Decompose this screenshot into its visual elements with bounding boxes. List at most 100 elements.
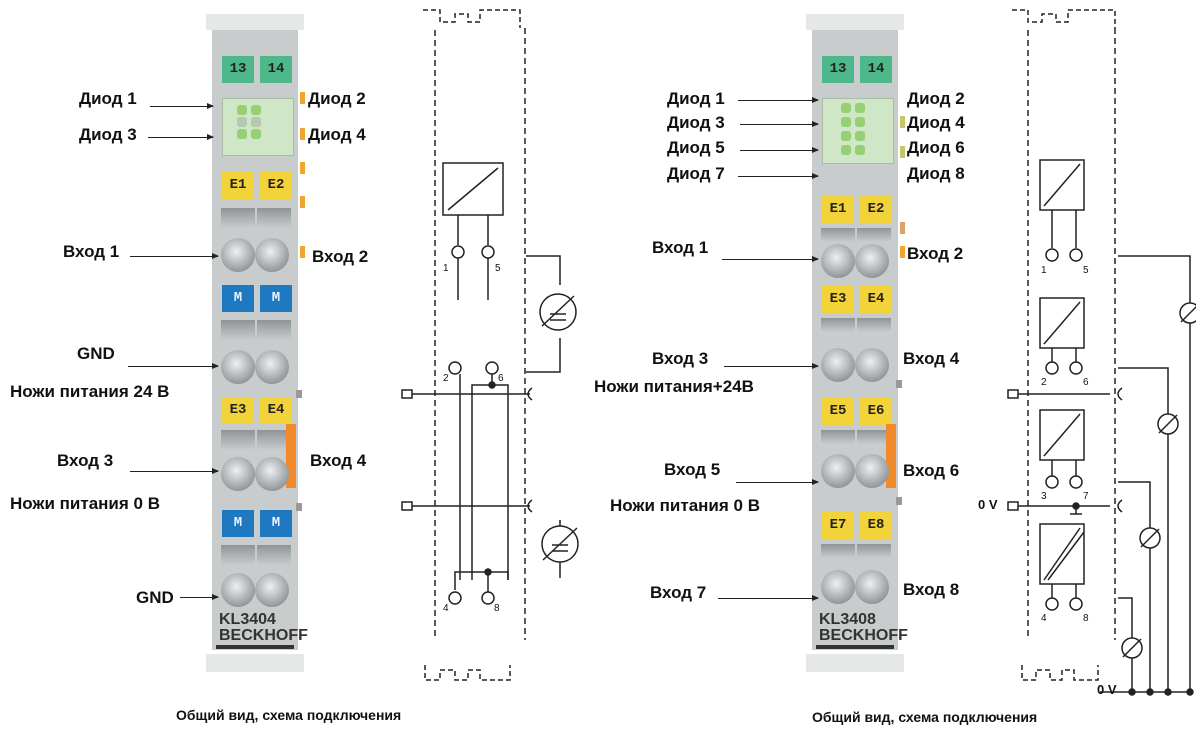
right-side-contact bbox=[900, 116, 905, 128]
right-label-diode7: Диод 7 bbox=[667, 164, 725, 183]
left-schem-converter-diagonal bbox=[447, 167, 499, 211]
right-clamp-in5[interactable] bbox=[821, 454, 855, 488]
right-power-contact bbox=[896, 380, 902, 388]
right-clamp-in8[interactable] bbox=[855, 570, 889, 604]
right-schem-converter-2 bbox=[1039, 297, 1085, 349]
right-slot-e2: E2 bbox=[860, 196, 892, 223]
right-schem-converter-4 bbox=[1039, 523, 1085, 585]
left-pin-label-6: 6 bbox=[498, 373, 504, 384]
right-label-diode5: Диод 5 bbox=[667, 138, 725, 157]
right-side-contact bbox=[900, 146, 905, 158]
left-brand-bar bbox=[216, 645, 294, 649]
right-label-diode6: Диод 6 bbox=[907, 138, 965, 157]
left-brand-logo: BECKHOFF bbox=[219, 627, 308, 644]
left-side-contact bbox=[300, 92, 305, 104]
left-release-slot[interactable] bbox=[221, 430, 255, 450]
right-schem-jack-0 bbox=[1117, 499, 1123, 513]
right-schem-power-terminal-24 bbox=[1007, 389, 1019, 399]
right-slot-e6: E6 bbox=[860, 398, 892, 425]
right-slot-e7: E7 bbox=[822, 512, 854, 539]
left-clamp-gnd2[interactable] bbox=[255, 573, 289, 607]
right-arrow-diode3 bbox=[740, 121, 819, 127]
left-top-rail-clip bbox=[206, 14, 304, 30]
right-schem-power-terminal-0 bbox=[1007, 501, 1019, 511]
left-release-slot[interactable] bbox=[221, 545, 255, 565]
right-release-slot[interactable] bbox=[857, 318, 891, 332]
right-led-4 bbox=[855, 117, 865, 127]
left-slot-m3: M bbox=[222, 510, 254, 537]
left-schem-bottom-outline bbox=[424, 665, 511, 681]
right-schem-diag-4 bbox=[1043, 527, 1081, 581]
right-release-slot[interactable] bbox=[857, 430, 891, 444]
right-schem-sensor-1-arrow bbox=[1180, 305, 1196, 323]
right-release-slot[interactable] bbox=[857, 228, 891, 242]
left-side-contact bbox=[300, 246, 305, 258]
right-schem-pin-2 bbox=[1045, 361, 1059, 375]
right-clamp-in3[interactable] bbox=[821, 348, 855, 382]
right-pin-label-5: 5 bbox=[1083, 265, 1089, 276]
right-side-contact bbox=[900, 222, 905, 234]
left-schem-sensor2-symbol bbox=[542, 527, 578, 561]
left-label-diode4: Диод 4 bbox=[308, 125, 366, 144]
left-release-slot[interactable] bbox=[257, 430, 291, 450]
right-model-label: KL3408 bbox=[819, 611, 876, 628]
right-clamp-in1[interactable] bbox=[821, 244, 855, 278]
right-schem-diag-1 bbox=[1043, 163, 1081, 207]
left-pin-label-1: 1 bbox=[443, 263, 449, 274]
left-clamp-in3[interactable] bbox=[221, 457, 255, 491]
left-label-in1: Вход 1 bbox=[63, 242, 120, 261]
right-clamp-in6[interactable] bbox=[855, 454, 889, 488]
left-schem-sensor1-loop bbox=[526, 255, 561, 373]
right-clamp-in7[interactable] bbox=[821, 570, 855, 604]
left-label-power24: Ножи питания 24 В bbox=[10, 382, 170, 401]
left-schem-bottom-link bbox=[454, 571, 509, 590]
right-orange-strip bbox=[886, 424, 896, 488]
left-release-slot[interactable] bbox=[257, 545, 291, 565]
right-clamp-in2[interactable] bbox=[855, 244, 889, 278]
right-schem-sensor-3-arrow bbox=[1140, 528, 1160, 548]
right-schem-outer-frame bbox=[1027, 28, 1116, 640]
left-clamp-in1[interactable] bbox=[221, 238, 255, 272]
right-slot-e1: E1 bbox=[822, 196, 854, 223]
right-release-slot[interactable] bbox=[821, 430, 855, 444]
right-release-slot[interactable] bbox=[821, 544, 855, 558]
left-schem-power-terminal-0 bbox=[401, 501, 413, 511]
left-led-window bbox=[222, 98, 294, 156]
left-label-in2: Вход 2 bbox=[312, 247, 369, 266]
left-release-slot[interactable] bbox=[257, 208, 291, 228]
right-release-slot[interactable] bbox=[821, 228, 855, 242]
right-led-7 bbox=[841, 145, 851, 155]
left-slot-m2: M bbox=[260, 285, 292, 312]
left-arrow-diode3 bbox=[148, 134, 214, 140]
left-schem-converter bbox=[442, 162, 504, 216]
right-release-slot[interactable] bbox=[857, 544, 891, 558]
left-orange-strip bbox=[286, 424, 296, 488]
right-schem-pin-5 bbox=[1069, 248, 1083, 262]
right-clamp-in4[interactable] bbox=[855, 348, 889, 382]
left-clamp-gnd2[interactable] bbox=[221, 573, 255, 607]
right-arrow-in1 bbox=[722, 256, 819, 262]
left-clamp-in2[interactable] bbox=[255, 238, 289, 272]
right-led-8 bbox=[855, 145, 865, 155]
right-schem-leads-3 bbox=[1051, 460, 1077, 476]
left-clamp-gnd[interactable] bbox=[255, 350, 289, 384]
left-arrow-in3 bbox=[130, 468, 219, 474]
left-clamp-gnd[interactable] bbox=[221, 350, 255, 384]
right-top-rail-clip bbox=[806, 14, 904, 30]
right-schem-leads-1 bbox=[1051, 210, 1077, 248]
left-label-in4: Вход 4 bbox=[310, 451, 367, 470]
right-slot-e4: E4 bbox=[860, 286, 892, 313]
left-release-slot[interactable] bbox=[221, 208, 255, 228]
left-schem-pin-1 bbox=[451, 245, 465, 259]
left-clamp-in4[interactable] bbox=[255, 457, 289, 491]
right-release-slot[interactable] bbox=[821, 318, 855, 332]
left-led-3 bbox=[237, 129, 247, 139]
left-release-slot[interactable] bbox=[257, 320, 291, 340]
right-label-diode1: Диод 1 bbox=[667, 89, 725, 108]
left-slot-m1: M bbox=[222, 285, 254, 312]
right-arrow-diode5 bbox=[740, 147, 819, 153]
right-bottom-rail-clip bbox=[806, 654, 904, 672]
right-pin-label-3: 3 bbox=[1041, 491, 1047, 502]
right-zero-v-label: 0 V bbox=[978, 497, 998, 512]
left-release-slot[interactable] bbox=[221, 320, 255, 340]
